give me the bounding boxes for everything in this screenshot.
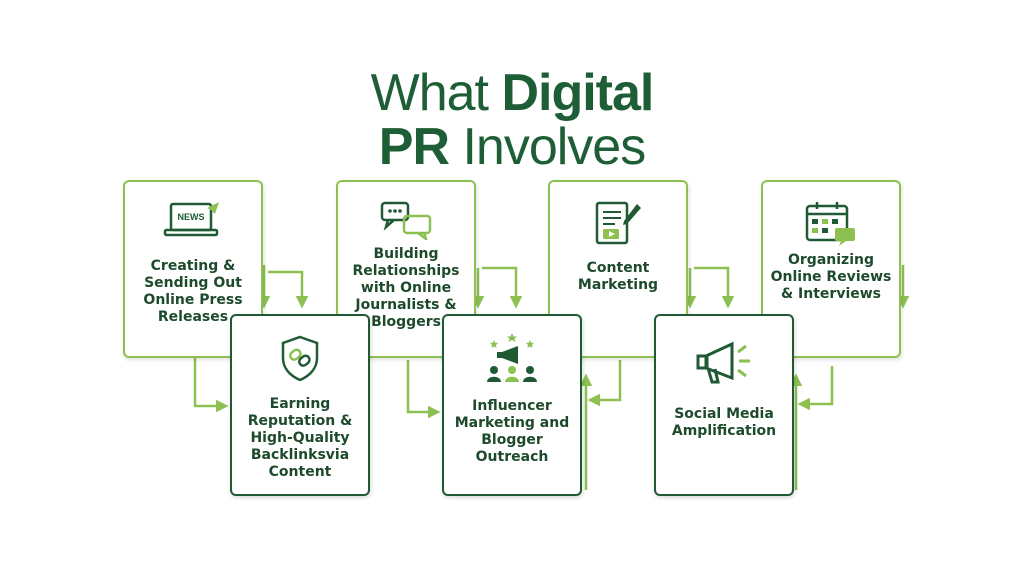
chat-bubbles-icon: [380, 201, 432, 240]
arrow-3b: [694, 266, 735, 309]
step-card-creating-press-releases: NEWS Creating & Sending Out Online Press…: [123, 180, 263, 358]
step-label: Creating & Sending Out Online Press Rele…: [143, 258, 243, 325]
step-label: Influencer Marketing and Blogger Outreac…: [454, 398, 570, 465]
laptop-news-icon: NEWS: [163, 202, 219, 237]
title-what: What: [370, 64, 489, 122]
news-text: NEWS: [178, 212, 205, 222]
step-label: Content Marketing: [577, 260, 659, 293]
step-card-social-media: Social Media Amplification: [654, 314, 794, 496]
document-pen-icon: [595, 201, 641, 245]
arrow-1b: [268, 270, 309, 309]
step-label: Earning Reputation & High-Quality Backli…: [247, 396, 353, 480]
step-card-influencer-marketing: Influencer Marketing and Blogger Outreac…: [442, 314, 582, 496]
megaphone-people-icon: [487, 333, 537, 382]
step-label: Social Media Amplification: [671, 406, 777, 439]
title-line-1: What Digital: [0, 66, 1024, 120]
arrow-4b: [797, 366, 834, 411]
step-label: Building Relationships with Online Journ…: [352, 246, 460, 330]
title-involves: Involves: [462, 118, 646, 176]
arrow-3c: [587, 360, 622, 407]
calendar-chat-icon: [805, 202, 855, 246]
title-digital: Digital: [501, 64, 654, 122]
megaphone-icon: [696, 341, 750, 384]
shield-link-icon: [281, 335, 319, 382]
arrow-2c: [406, 360, 441, 419]
step-card-earning-reputation: Earning Reputation & High-Quality Backli…: [230, 314, 370, 496]
title-line-2: PR Involves: [0, 120, 1024, 174]
title-pr: PR: [378, 118, 450, 176]
step-label: Organizing Online Reviews & Interviews: [770, 252, 892, 302]
arrow-1c: [193, 358, 229, 413]
arrow-2b: [482, 266, 523, 309]
step-card-organizing-reviews: Organizing Online Reviews & Interviews: [761, 180, 901, 358]
